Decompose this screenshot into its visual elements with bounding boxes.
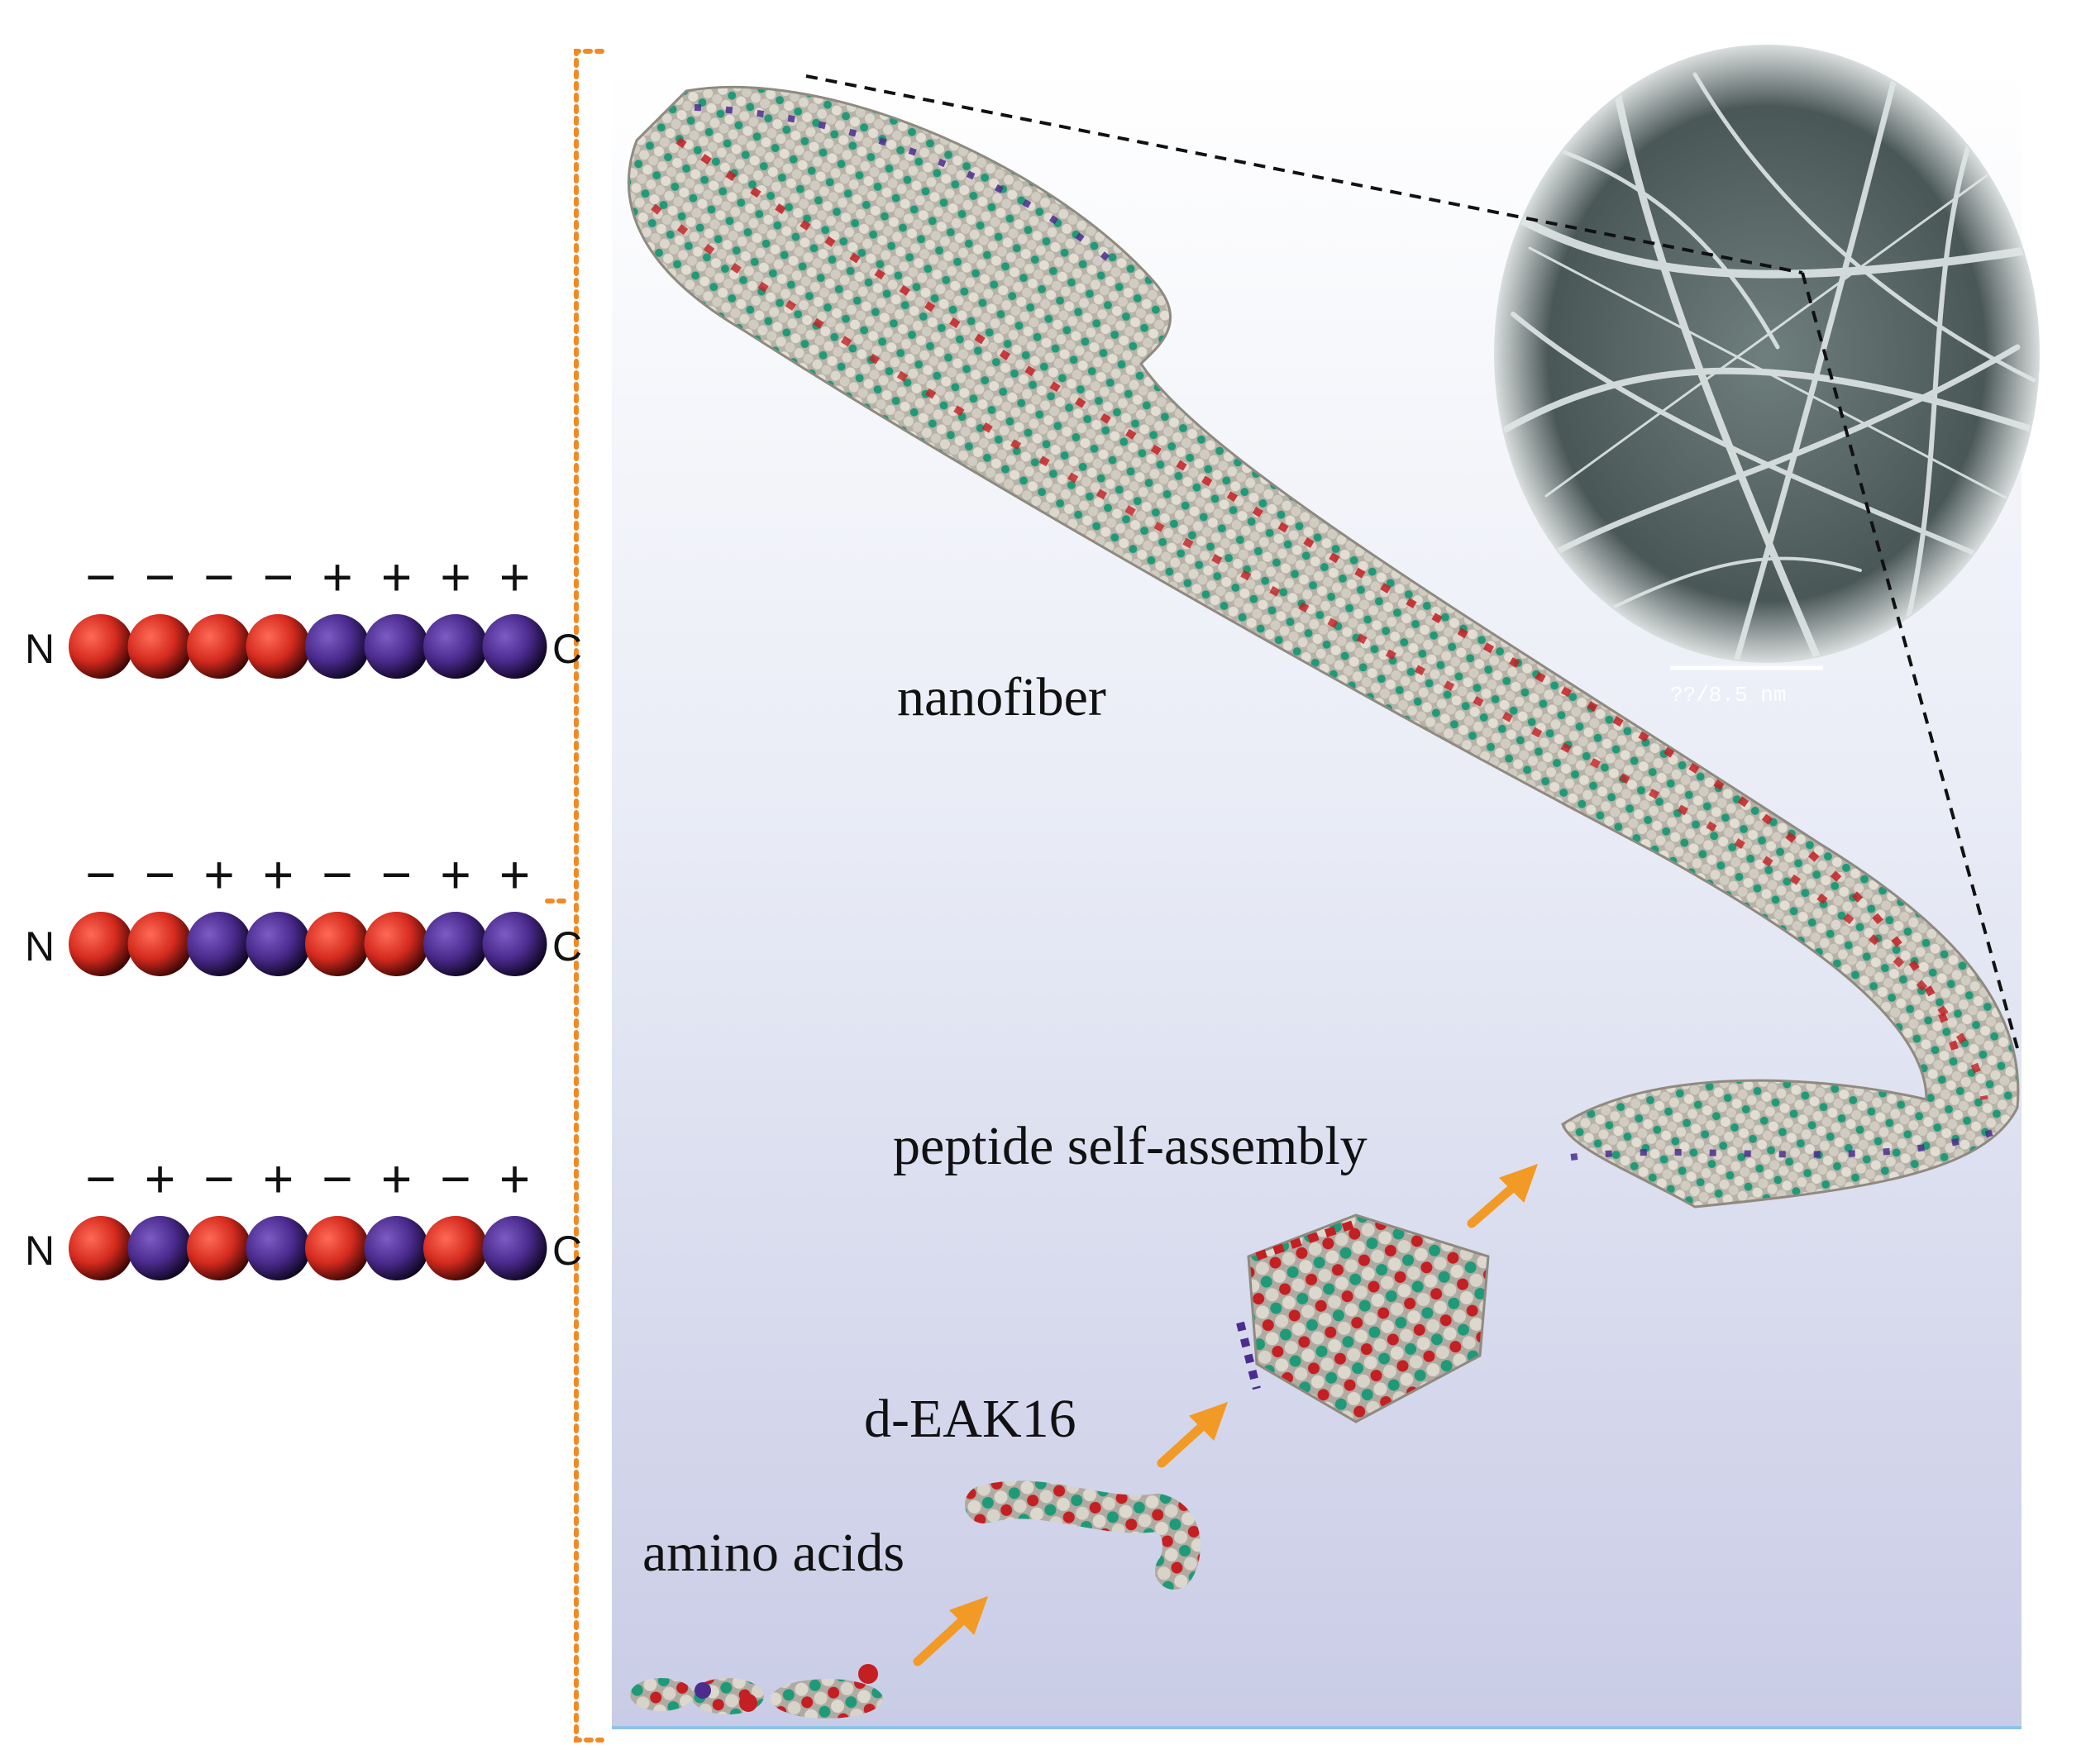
positive-residue-bead <box>364 614 429 679</box>
peptide-chain-model <box>965 1480 1201 1590</box>
sem-micrograph: ??/8.5 nm <box>1494 45 2040 708</box>
charge-sequences: N−−−−++++CN−−++−−++CN−+−+−+−+C <box>25 547 582 1280</box>
plus-charge-sign: + <box>145 1149 175 1209</box>
positive-residue-bead <box>482 614 547 679</box>
negative-residue-bead <box>423 1216 488 1280</box>
plus-charge-sign: + <box>381 547 412 607</box>
minus-charge-sign: − <box>85 1149 116 1209</box>
sequence-row-2: N−−++−−++C <box>25 845 582 976</box>
plus-charge-sign: + <box>440 845 470 904</box>
plus-charge-sign: + <box>440 547 470 607</box>
negative-residue-bead <box>69 912 133 976</box>
positive-residue-bead <box>423 912 488 976</box>
negative-residue-bead <box>69 614 133 679</box>
negative-residue-bead <box>69 1216 133 1280</box>
minus-charge-sign: − <box>85 547 116 607</box>
plus-charge-sign: + <box>499 547 530 607</box>
positive-residue-bead <box>246 1216 311 1280</box>
negative-residue-bead <box>187 614 251 679</box>
plus-charge-sign: + <box>499 845 530 904</box>
minus-charge-sign: − <box>322 845 352 904</box>
label-nanofiber: nanofiber <box>897 667 1106 727</box>
minus-charge-sign: − <box>145 845 175 904</box>
arrow-assembly-to-fiber <box>1467 1163 1539 1228</box>
arrow-amino-to-peptide <box>913 1595 989 1666</box>
negative-residue-bead <box>305 1216 370 1280</box>
plus-charge-sign: + <box>263 1149 294 1209</box>
negative-residue-bead <box>187 1216 251 1280</box>
c-terminus-label: C <box>552 626 582 672</box>
positive-residue-bead <box>423 614 488 679</box>
plus-charge-sign: + <box>381 1149 412 1209</box>
sequence-row-1: N−−−−++++C <box>25 547 582 679</box>
label-amino-acids: amino acids <box>642 1523 905 1583</box>
positive-residue-bead <box>127 1216 193 1280</box>
negative-residue-bead <box>364 912 429 976</box>
n-terminus-label: N <box>25 626 55 672</box>
label-peptide-self-assembly: peptide self-assembly <box>893 1116 1368 1176</box>
positive-residue-bead <box>364 1216 429 1280</box>
label-d-eak16: d-EAK16 <box>864 1389 1076 1449</box>
c-terminus-label: C <box>552 1228 582 1274</box>
minus-charge-sign: − <box>145 547 175 607</box>
positive-residue-bead <box>187 912 251 976</box>
minus-charge-sign: − <box>381 845 412 904</box>
negative-residue-bead <box>127 614 193 679</box>
positive-residue-bead <box>482 912 547 976</box>
minus-charge-sign: − <box>440 1149 470 1209</box>
amino-acid-models <box>630 1664 883 1719</box>
minus-charge-sign: − <box>263 547 294 607</box>
process-arrows <box>913 1163 1539 1666</box>
minus-charge-sign: − <box>203 1149 234 1209</box>
positive-residue-bead <box>246 912 311 976</box>
c-terminus-label: C <box>552 923 582 970</box>
nanofiber-model <box>627 85 2020 1209</box>
scale-bar-label: ??/8.5 nm <box>1670 683 1786 708</box>
arrow-peptide-to-assembly <box>1157 1401 1229 1468</box>
negative-residue-bead <box>127 912 193 976</box>
negative-residue-bead <box>246 614 311 679</box>
plus-charge-sign: + <box>499 1149 530 1209</box>
minus-charge-sign: − <box>203 547 234 607</box>
positive-residue-bead <box>482 1216 547 1280</box>
zoom-lines <box>805 74 2019 1049</box>
minus-charge-sign: − <box>322 1149 352 1209</box>
plus-charge-sign: + <box>322 547 352 607</box>
minus-charge-sign: − <box>85 845 116 904</box>
n-terminus-label: N <box>25 1228 55 1274</box>
sequence-row-3: N−+−+−+−+C <box>25 1149 582 1280</box>
n-terminus-label: N <box>25 923 55 970</box>
negative-residue-bead <box>305 912 370 976</box>
positive-residue-bead <box>305 614 370 679</box>
assembly-block-model <box>1236 1213 1490 1423</box>
plus-charge-sign: + <box>263 845 294 904</box>
plus-charge-sign: + <box>203 845 234 904</box>
orange-bracket <box>545 49 604 1743</box>
